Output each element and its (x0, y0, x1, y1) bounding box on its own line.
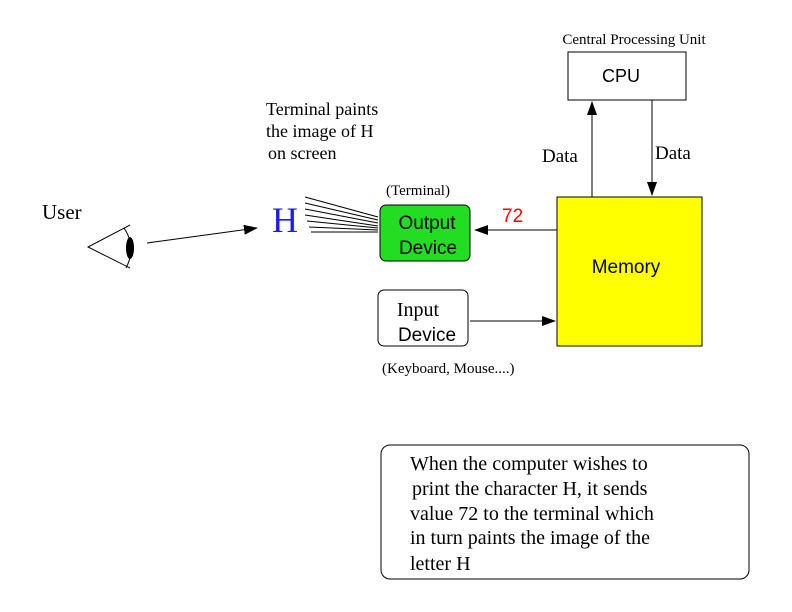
terminal-caption: (Terminal) (386, 183, 450, 199)
input-device-box (377, 289, 469, 347)
output-device-line1: Output (398, 213, 456, 234)
explanation-line2: print the character H, it sends (412, 478, 648, 500)
cpu-label: CPU (602, 66, 640, 86)
explanation-line5: letter H (410, 553, 471, 575)
memory-box (556, 196, 703, 347)
cpu-caption: Central Processing Unit (562, 32, 706, 48)
user-label: User (42, 200, 82, 224)
data-label-right: Data (655, 143, 691, 164)
input-device-line2: Device (398, 325, 456, 346)
eye-icon (86, 224, 134, 269)
value-label: 72 (502, 206, 523, 227)
explanation-line3: value 72 to the terminal which (410, 503, 654, 525)
memory-label: Memory (592, 257, 661, 278)
explanation-line4: in turn paints the image of the (410, 527, 650, 549)
explanation-box (380, 444, 750, 580)
eye-to-h-arrow (146, 224, 258, 244)
terminal-note-line3: on screen (268, 143, 336, 163)
terminal-note-line1: Terminal paints (266, 99, 378, 119)
cpu-box (567, 51, 687, 101)
output-device-line2: Device (399, 238, 457, 259)
input-device-line1: Input (397, 299, 440, 321)
output-device-box (379, 204, 471, 262)
explanation-line1: When the computer wishes to (410, 453, 648, 475)
input-caption: (Keyboard, Mouse....) (382, 361, 514, 377)
paint-rays (304, 196, 379, 233)
data-label-left: Data (542, 146, 578, 167)
character-h: H (272, 200, 298, 240)
terminal-note-line2: the image of H (266, 121, 373, 141)
